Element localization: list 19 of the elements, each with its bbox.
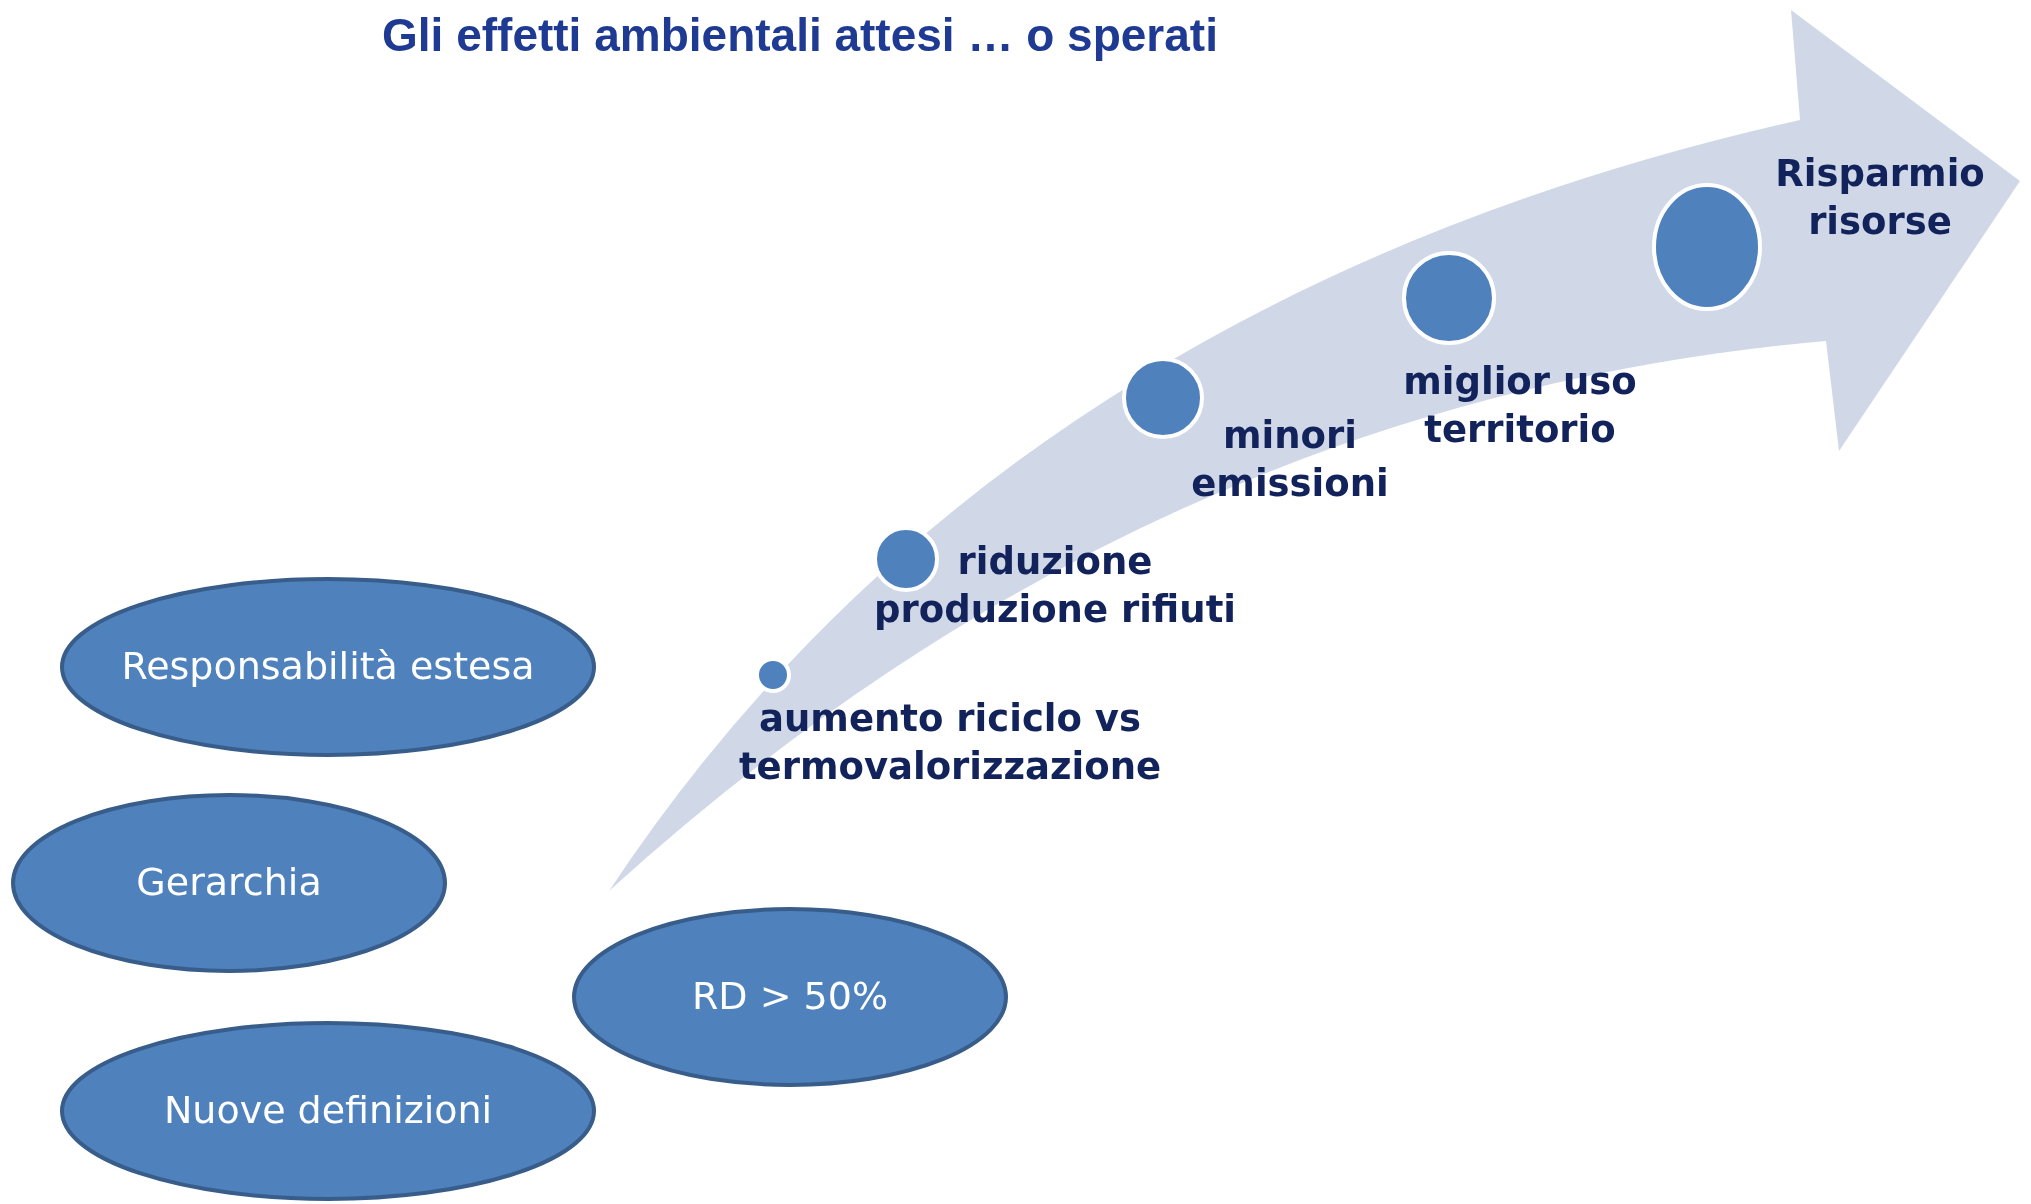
circle-marker (1124, 359, 1202, 437)
oval-shape (574, 909, 1006, 1085)
oval-shape (62, 1023, 594, 1199)
step-label: riduzione produzione rifiuti (873, 539, 1237, 634)
oval-label: Nuove definizioni (162, 1087, 494, 1135)
circle-marker (1404, 253, 1494, 343)
title: Gli effetti ambientali attesi … o sperati (381, 8, 1219, 62)
circle-marker (757, 659, 789, 691)
oval-label: Gerarchia (135, 859, 323, 907)
oval-label: Responsabilità estesa (120, 643, 536, 691)
circle-marker (1654, 185, 1760, 309)
oval-shape (13, 795, 445, 971)
step-label: Risparmio risorse (1774, 151, 1986, 246)
step-label: minori emissioni (1190, 413, 1390, 508)
oval-shape (62, 579, 594, 755)
circle-marker (875, 528, 937, 590)
oval-label: RD > 50% (690, 973, 890, 1021)
step-label: aumento riciclo vs termovalorizzazione (737, 696, 1163, 791)
step-label: miglior uso territorio (1402, 359, 1638, 454)
